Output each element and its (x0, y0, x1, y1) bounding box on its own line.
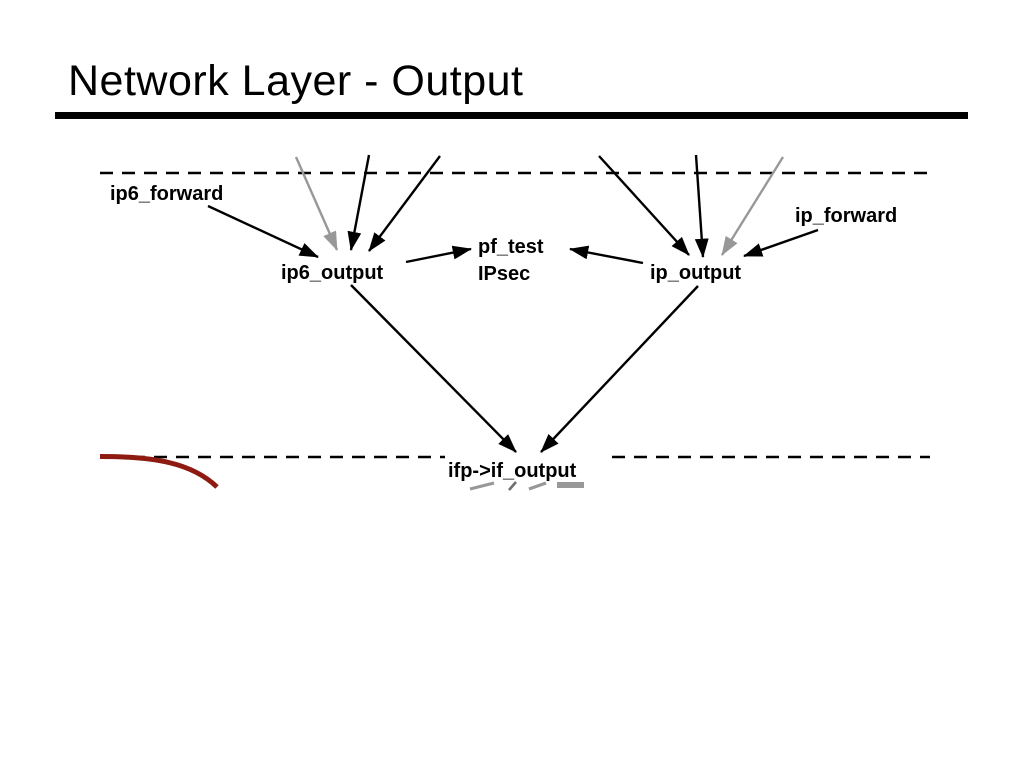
node-pf-test-line1: pf_test (478, 236, 544, 258)
red-curve (99, 454, 219, 489)
edge-ip6_forward-to-ip6_output (207, 204, 319, 259)
edge-top-to-ip6_output-gray (294, 156, 339, 251)
gray-fragment-3 (528, 481, 547, 491)
edge-ip_output-to-pf_test (569, 245, 644, 265)
node-ip-forward: ip_forward (795, 205, 898, 227)
edge-top-to-ip_output-left (598, 155, 690, 256)
gray-fragment-2 (508, 481, 517, 491)
edge-ip_forward-to-ip_output (743, 228, 819, 258)
edge-top-to-ip6_output-right (368, 155, 441, 252)
edge-top-to-ip6_output-mid (347, 154, 371, 251)
edge-ip6_output-to-if_output (350, 284, 517, 453)
node-ip6-forward: ip6_forward (110, 183, 224, 205)
node-pf-test-ipsec: pf_test IPsec (478, 234, 544, 288)
edge-top-to-ip_output-mid (694, 154, 709, 258)
edge-ip6_output-to-pf_test (405, 245, 472, 264)
page-title: Network Layer - Output (68, 57, 524, 105)
edge-ip_output-to-if_output (540, 285, 699, 453)
gray-fragment-1 (469, 481, 495, 491)
node-pf-test-line2: IPsec (478, 263, 531, 285)
node-ip-output: ip_output (650, 262, 742, 284)
node-ip6-output: ip6_output (281, 262, 384, 284)
edge-top-to-ip_output-gray (720, 156, 785, 256)
node-ifp-if-output: ifp->if_output (448, 460, 577, 482)
title-underline (55, 112, 968, 119)
